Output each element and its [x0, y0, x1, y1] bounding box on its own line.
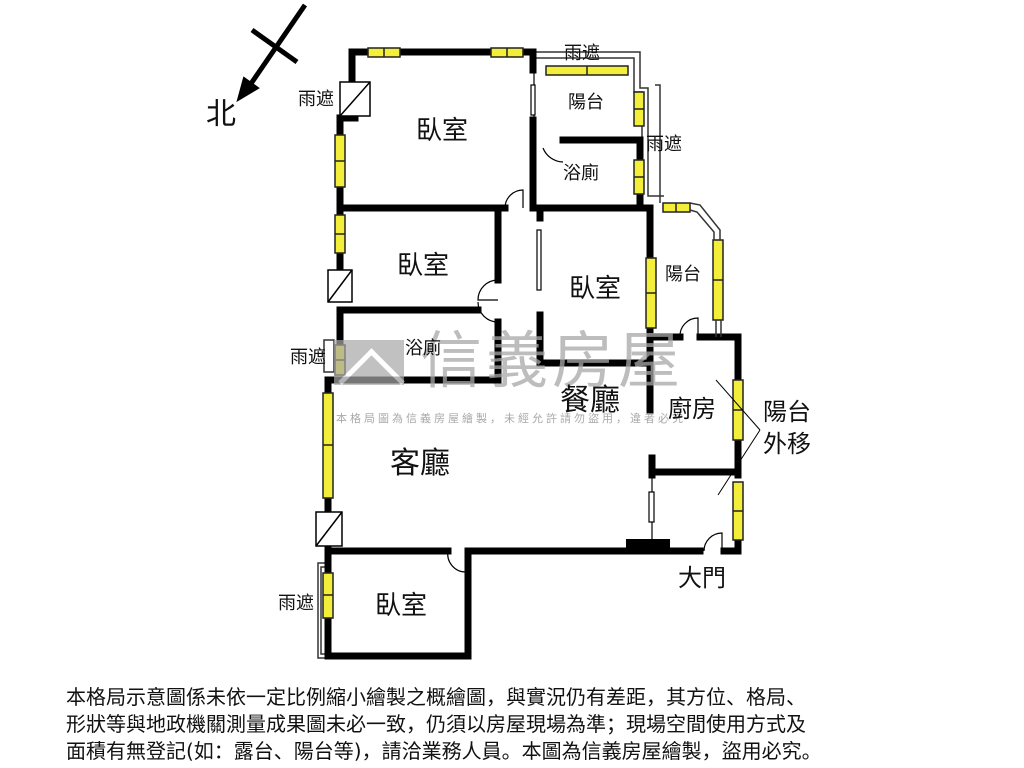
room-label-balcony-right: 陽台: [665, 264, 701, 285]
disclaimer-line: 面積有無登記(如：露台、陽台等)，請洽業務人員。本圖為信義房屋繪製，盜用必究。: [66, 739, 822, 763]
room-label-bedroom-top: 臥室: [416, 116, 469, 146]
room-label-dining-room: 餐廳: [560, 383, 620, 418]
balcony-outline: [659, 200, 722, 337]
watermark-notice: 本格局圖為信義房屋繪製，未經允許請勿盜用，違者必究: [336, 412, 686, 425]
windows: [322, 47, 744, 619]
watermark-brand: 信義房屋: [420, 324, 685, 397]
balcony-moved-line2: 外移: [763, 430, 811, 458]
room-label-living-room: 客廳: [390, 446, 450, 481]
room-label-main-door: 大門: [678, 564, 726, 592]
disclaimer-line: 本格局示意圖係未依一定比例縮小繪製之概繪圖，與實況仍有差距，其方位、格局、: [66, 685, 806, 709]
room-label-bathroom-top: 浴廁: [563, 163, 599, 184]
disclaimer-line: 形狀等與地政機關測量成果圖未必一致，仍須以房屋現場為準；現場空間使用方式及: [66, 712, 806, 736]
column-block: [626, 539, 670, 553]
balcony-moved-line1: 陽台: [763, 398, 811, 426]
canopy-label-right: 雨遮: [646, 134, 682, 155]
north-label: 北: [206, 97, 236, 132]
room-label-balcony-top: 陽台: [568, 92, 604, 113]
disclaimer-text: 本格局示意圖係未依一定比例縮小繪製之概繪圖，與實況仍有差距，其方位、格局、 形狀…: [66, 684, 966, 765]
canopy-label-mid-left: 雨遮: [290, 347, 326, 368]
doors: [447, 70, 723, 573]
ac-units: [315, 81, 371, 547]
room-label-bedroom-mid-right: 臥室: [569, 274, 622, 304]
room-label-bathroom-mid: 浴廁: [405, 338, 441, 359]
room-label-kitchen: 廚房: [668, 395, 716, 423]
compass-arrow-icon: [236, 3, 308, 103]
canopy-label-top: 雨遮: [564, 43, 600, 64]
watermark-logo-icon: [334, 340, 404, 385]
canopy-label-top-left: 雨遮: [298, 89, 334, 110]
canopy-label-bottom-left: 雨遮: [278, 593, 314, 614]
room-label-bedroom-mid-left: 臥室: [397, 251, 450, 281]
pointer-lines: [715, 379, 761, 496]
room-label-bedroom-bottom: 臥室: [375, 591, 428, 621]
